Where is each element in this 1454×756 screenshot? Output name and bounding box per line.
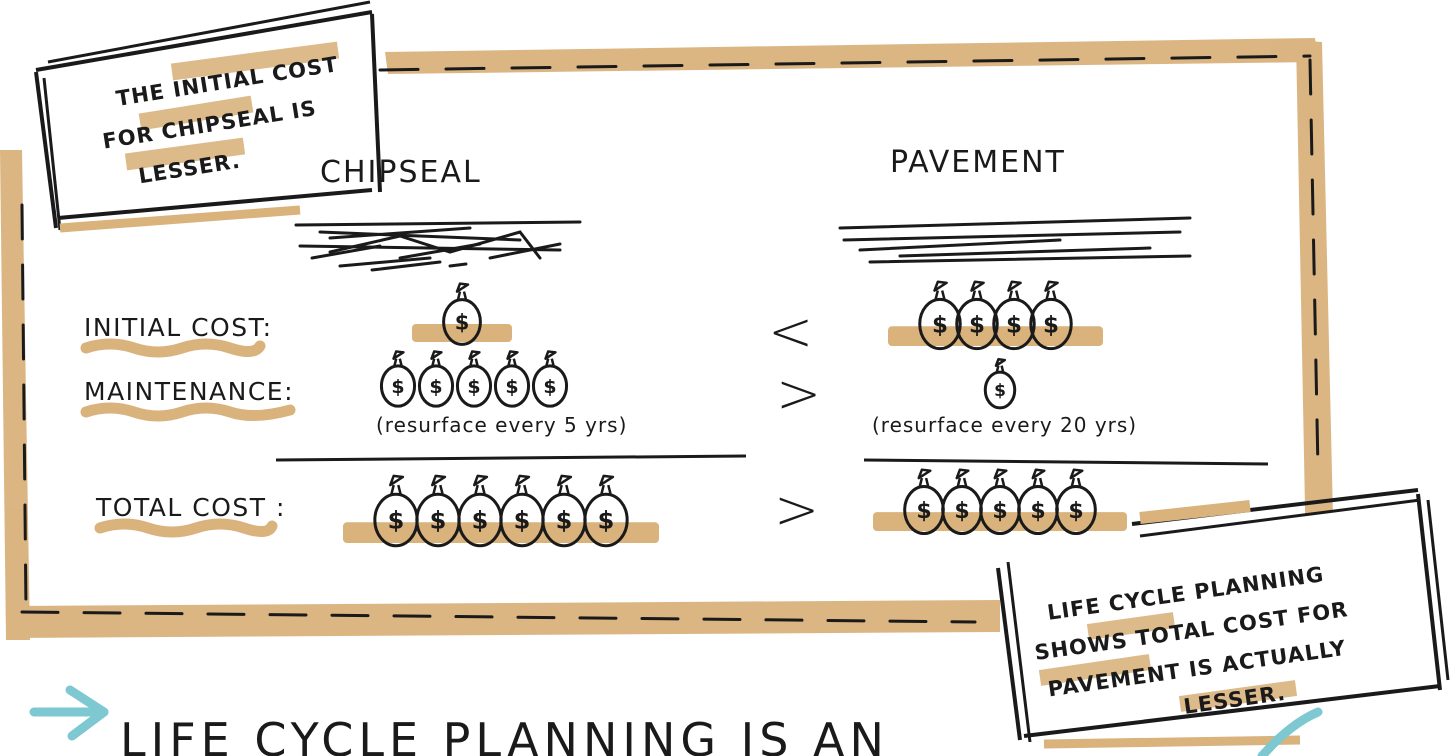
dollar-sign: $ bbox=[932, 312, 948, 338]
dollar-sign: $ bbox=[994, 381, 1006, 401]
pavement-initial-bags: $ $ $ $ bbox=[888, 280, 1103, 351]
pavement-total-bags: $ $ $ $ $ bbox=[873, 468, 1127, 536]
dollar-sign: $ bbox=[388, 507, 405, 535]
dollar-sign: $ bbox=[505, 376, 518, 398]
row-label-initial: INITIAL COST: bbox=[84, 313, 273, 342]
note-box-bottom bbox=[996, 488, 1450, 749]
dollar-sign: $ bbox=[598, 507, 615, 535]
money-bag-icon: $ bbox=[442, 282, 482, 346]
caption-pavement: (resurface every 20 yrs) bbox=[872, 413, 1137, 437]
bag-shadow-highlight bbox=[412, 324, 512, 342]
dollar-sign: $ bbox=[1068, 499, 1083, 524]
money-bag-icon: $ bbox=[373, 474, 419, 548]
caption-chipseal: (resurface every 5 yrs) bbox=[376, 413, 627, 437]
money-bag-icon: $ bbox=[531, 350, 569, 408]
dollar-sign: $ bbox=[954, 499, 969, 524]
divider-pavement bbox=[863, 458, 1269, 466]
heading-pavement: PAVEMENT bbox=[890, 145, 1066, 180]
dollar-sign: $ bbox=[472, 507, 489, 535]
money-bag-icon: $ bbox=[918, 280, 962, 351]
row-label-maintenance: MAINTENANCE: bbox=[84, 377, 294, 406]
panel-highlight-strokes bbox=[0, 38, 1334, 640]
money-bag-icon: $ bbox=[493, 350, 531, 408]
money-bag-icon: $ bbox=[992, 280, 1036, 351]
dollar-sign: $ bbox=[1006, 312, 1022, 338]
chipseal-maintenance-bags: $ $ $ $ $ bbox=[379, 350, 569, 408]
dollar-sign: $ bbox=[916, 499, 931, 524]
dollar-sign: $ bbox=[992, 499, 1007, 524]
money-bag-icon: $ bbox=[1055, 468, 1097, 536]
footer-headline: LIFE CYCLE PLANNING IS AN bbox=[120, 713, 889, 756]
dollar-sign: $ bbox=[455, 311, 470, 335]
chipseal-initial-bags: $ bbox=[412, 282, 512, 346]
divider-chipseal bbox=[275, 454, 747, 462]
money-bag-icon: $ bbox=[983, 358, 1017, 410]
pavement-texture bbox=[838, 216, 1192, 264]
chipseal-texture bbox=[294, 220, 582, 272]
note-box-top bbox=[34, 0, 382, 233]
operator-maintenance: > bbox=[776, 362, 821, 425]
money-bag-icon: $ bbox=[955, 280, 999, 351]
row-label-underlines bbox=[80, 338, 296, 538]
dollar-sign: $ bbox=[514, 507, 531, 535]
panel-dashed-frame bbox=[20, 54, 1320, 624]
money-bag-icon: $ bbox=[379, 350, 417, 408]
money-bag-icon: $ bbox=[583, 474, 629, 548]
chipseal-total-bags: $ $ $ $ $ $ bbox=[343, 474, 659, 548]
dollar-sign: $ bbox=[969, 312, 985, 338]
money-bag-icon: $ bbox=[455, 350, 493, 408]
dollar-sign: $ bbox=[1030, 499, 1045, 524]
footer-accent-stroke bbox=[1257, 707, 1323, 756]
operator-total: > bbox=[774, 478, 819, 541]
dollar-sign: $ bbox=[467, 376, 480, 398]
dollar-sign: $ bbox=[1043, 312, 1059, 338]
operator-initial: < bbox=[768, 300, 813, 363]
row-label-total: TOTAL COST : bbox=[95, 493, 286, 522]
dollar-sign: $ bbox=[543, 376, 556, 398]
pavement-maintenance-bags: $ bbox=[983, 358, 1017, 410]
dollar-sign: $ bbox=[391, 376, 404, 398]
dollar-sign: $ bbox=[430, 507, 447, 535]
heading-chipseal: CHIPSEAL bbox=[320, 155, 482, 190]
dollar-sign: $ bbox=[429, 376, 442, 398]
money-bag-icon: $ bbox=[1029, 280, 1073, 351]
dollar-sign: $ bbox=[556, 507, 573, 535]
arrow-icon bbox=[29, 685, 109, 741]
money-bag-icon: $ bbox=[417, 350, 455, 408]
